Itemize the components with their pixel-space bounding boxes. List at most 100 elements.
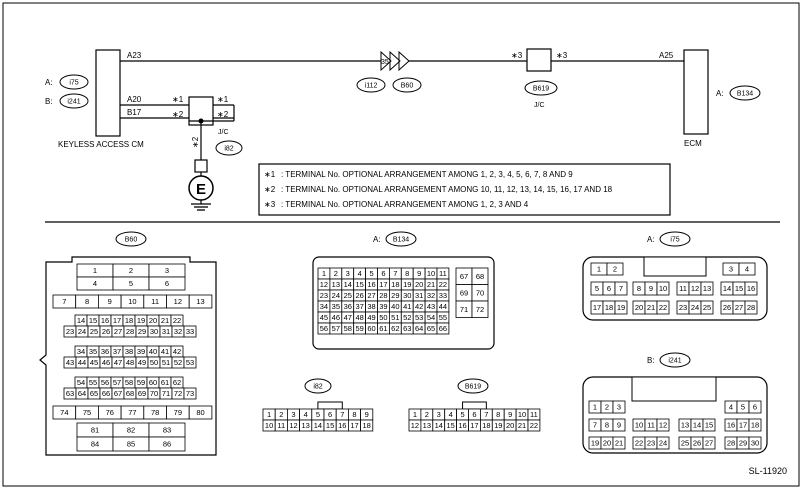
b134-pin-number: 53 bbox=[415, 313, 423, 322]
b619-pin-number: 5 bbox=[460, 410, 464, 419]
b60-pin-cell bbox=[183, 387, 197, 400]
b134-pin-cell bbox=[436, 322, 450, 335]
b134-pin-number: 16 bbox=[367, 280, 375, 289]
b60-pin-number: 77 bbox=[128, 408, 136, 417]
i241-pin-cell bbox=[702, 436, 716, 450]
b619-pin-number: 18 bbox=[482, 421, 490, 430]
b60-pin-cell bbox=[148, 276, 186, 291]
b60-pin-number: 35 bbox=[89, 347, 97, 356]
b134-pin-number: 10 bbox=[427, 269, 435, 278]
i82-pin-cell bbox=[360, 419, 374, 432]
i82-pin-number: 16 bbox=[338, 421, 346, 430]
conn-b134-oval bbox=[729, 85, 761, 101]
i75-pin-cell bbox=[738, 262, 756, 276]
b134-pin-number: 69 bbox=[460, 288, 468, 297]
b134-pin-number: 17 bbox=[379, 280, 387, 289]
b60-pin-number: 60 bbox=[149, 378, 157, 387]
i241-pin-number: 14 bbox=[693, 421, 701, 430]
i75-pin-number: 18 bbox=[605, 303, 613, 312]
b134-pin-number: 28 bbox=[379, 291, 387, 300]
b60-pin-number: 31 bbox=[162, 327, 170, 336]
b60-pin-number: 80 bbox=[196, 408, 204, 417]
conn-b-tag: B: bbox=[45, 97, 53, 106]
conn-i75-label: i75 bbox=[69, 80, 78, 87]
b60-pin-number: 36 bbox=[101, 347, 109, 356]
b134-pin-number: 51 bbox=[391, 313, 399, 322]
note-1-mark: ∗1 bbox=[264, 170, 276, 179]
b134-pin-number: 57 bbox=[332, 324, 340, 333]
b60-pin-number: 11 bbox=[151, 297, 159, 306]
b60-pin-number: 3 bbox=[165, 266, 169, 275]
b60-pin-number: 28 bbox=[126, 327, 134, 336]
conn-i241-oval bbox=[59, 93, 89, 109]
i241-pin-cell bbox=[702, 418, 716, 432]
i75-pin-number: 25 bbox=[703, 303, 711, 312]
b619-pin-number: 6 bbox=[472, 410, 476, 419]
i241-pin-number: 30 bbox=[751, 439, 759, 448]
b134-pin-number: 34 bbox=[320, 302, 328, 311]
b619-pin-number: 1 bbox=[413, 410, 417, 419]
b60-pin-cell bbox=[188, 294, 213, 309]
i75-pin-number: 8 bbox=[637, 284, 641, 293]
i241-pin-number: 22 bbox=[635, 439, 643, 448]
b619-pin-number: 2 bbox=[425, 410, 429, 419]
b60-pin-number: 27 bbox=[114, 327, 122, 336]
i241-pin-cell bbox=[748, 418, 762, 432]
i241-pin-cell bbox=[612, 436, 626, 450]
b60-pin-number: 55 bbox=[89, 378, 97, 387]
b134-pin-number: 45 bbox=[320, 313, 328, 322]
b619-pin-number: 8 bbox=[496, 410, 500, 419]
keyless-access-cm-box bbox=[95, 49, 121, 137]
b134-pin-number: 64 bbox=[415, 324, 423, 333]
conn-i82-label: i82 bbox=[224, 146, 233, 153]
b60-pin-number: 69 bbox=[138, 389, 146, 398]
b134-pin-number: 31 bbox=[415, 291, 423, 300]
i241-pin-number: 11 bbox=[647, 421, 655, 430]
jc-b619-label: J/C bbox=[534, 102, 545, 109]
b60-pin-number: 64 bbox=[78, 389, 86, 398]
i241-pin-number: 27 bbox=[705, 439, 713, 448]
ground-symbol-letter: E bbox=[196, 181, 206, 198]
b619-pin-number: 16 bbox=[458, 421, 466, 430]
b619-pin-number: 9 bbox=[508, 410, 512, 419]
b619-pin-number: 10 bbox=[518, 410, 526, 419]
i82-pin-number: 12 bbox=[289, 421, 297, 430]
b60-pin-number: 76 bbox=[106, 408, 114, 417]
inline-connector-arrow-b bbox=[389, 50, 401, 72]
b134-pin-number: 70 bbox=[476, 288, 484, 297]
i82-pin-number: 5 bbox=[316, 410, 320, 419]
b60-pin-number: 42 bbox=[173, 347, 181, 356]
i75-latch bbox=[643, 256, 707, 277]
i241-pin-number: 15 bbox=[705, 421, 713, 430]
b60-pin-number: 15 bbox=[89, 316, 97, 325]
i82-pin-number: 14 bbox=[314, 421, 322, 430]
b60-pin-number: 29 bbox=[138, 327, 146, 336]
b60-pin-number: 46 bbox=[102, 358, 110, 367]
b60-pin-number: 39 bbox=[137, 347, 145, 356]
i75-pin-number: 10 bbox=[659, 284, 667, 293]
b60-pin-number: 1 bbox=[93, 266, 97, 275]
b619-pin-number: 15 bbox=[446, 421, 454, 430]
conn-b134-label: B134 bbox=[737, 91, 753, 98]
i82-pin-number: 17 bbox=[350, 421, 358, 430]
i82-pin-number: 10 bbox=[265, 421, 273, 430]
b134-pin-number: 39 bbox=[379, 302, 387, 311]
b619-pin-number: 11 bbox=[530, 410, 538, 419]
b134-pin-number: 8 bbox=[405, 269, 409, 278]
jc-b619-mark-left: ∗3 bbox=[511, 51, 523, 60]
b60-pin-number: 10 bbox=[128, 297, 136, 306]
pin-a20: A20 bbox=[127, 95, 142, 104]
i241-pin-number: 2 bbox=[605, 403, 609, 412]
b134-pin-number: 49 bbox=[367, 313, 375, 322]
pin-a23: A23 bbox=[127, 51, 142, 60]
b60-pin-number: 26 bbox=[102, 327, 110, 336]
b619-pin-number: 22 bbox=[530, 421, 538, 430]
i75-face-oval bbox=[659, 231, 691, 247]
jc-i82-mark-2a: ∗2 bbox=[172, 110, 184, 119]
jc-i82-label: J/C bbox=[218, 129, 229, 136]
b134-pin-number: 59 bbox=[355, 324, 363, 333]
b619-pin-number: 20 bbox=[506, 421, 514, 430]
b134-pin-number: 7 bbox=[393, 269, 397, 278]
b134-pin-number: 5 bbox=[369, 269, 373, 278]
